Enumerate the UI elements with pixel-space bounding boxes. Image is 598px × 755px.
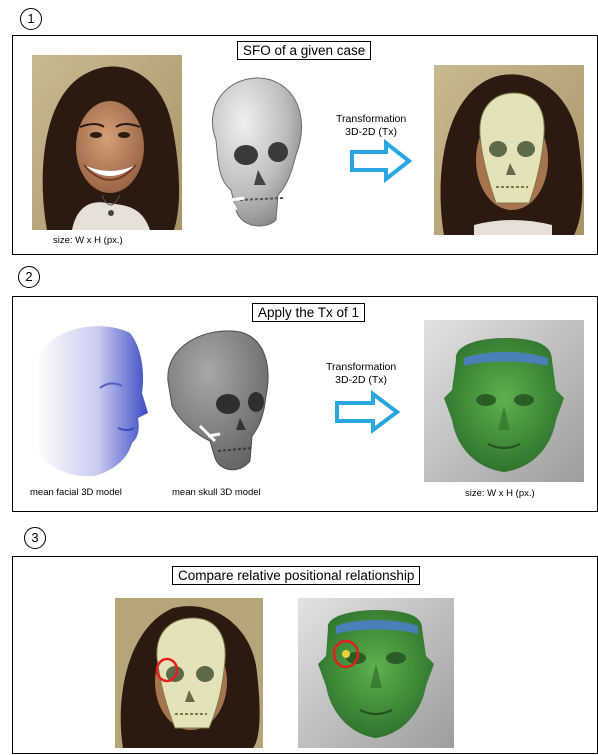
photo-size-caption: size: W x H (px.) <box>53 235 123 246</box>
mean-face-3d-model <box>30 318 150 478</box>
panel2-transform-line2: 3D-2D (Tx) <box>326 374 396 387</box>
photo-skull-overlay <box>434 65 584 235</box>
panel2-transform-label: Transformation 3D-2D (Tx) <box>326 361 396 387</box>
step-number-3: 3 <box>24 527 46 549</box>
transform-arrow-1 <box>350 140 412 182</box>
mean-skull-3d-model <box>160 326 272 476</box>
panel1-transform-label: Transformation 3D-2D (Tx) <box>336 113 406 139</box>
render-size-caption: size: W x H (px.) <box>465 488 535 499</box>
panel2-title: Apply the Tx of 1 <box>252 303 365 322</box>
step-number-2: 2 <box>18 266 40 288</box>
panel1-transform-line2: 3D-2D (Tx) <box>336 126 406 139</box>
panel1-transform-line1: Transformation <box>336 113 406 126</box>
compare-photo-overlay <box>115 598 263 748</box>
panel3-title: Compare relative positional relationship <box>172 566 420 585</box>
step-number-1: 1 <box>20 8 42 30</box>
mean-face-caption: mean facial 3D model <box>30 487 122 498</box>
compare-model-render <box>298 598 454 748</box>
rendered-model-2d <box>424 320 584 482</box>
skull-3d-model <box>196 70 306 230</box>
subject-photo <box>32 55 182 230</box>
transform-arrow-2 <box>335 391 401 433</box>
mean-skull-caption: mean skull 3D model <box>172 487 261 498</box>
panel2-transform-line1: Transformation <box>326 361 396 374</box>
panel1-title: SFO of a given case <box>237 41 371 60</box>
